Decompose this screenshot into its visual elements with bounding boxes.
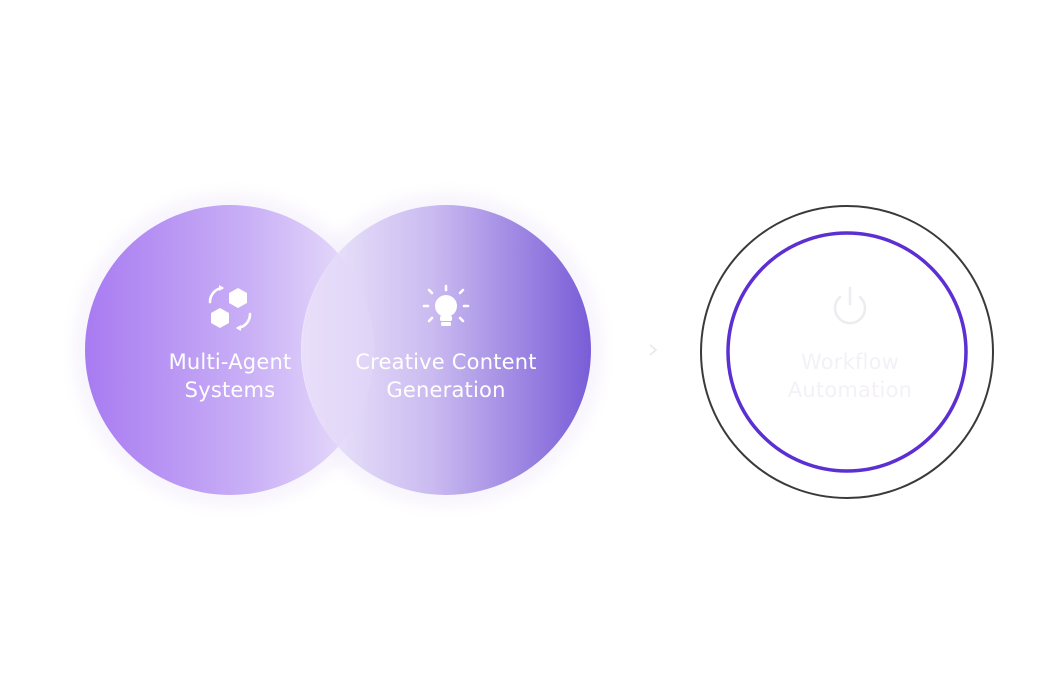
multi-agent-circle xyxy=(85,205,375,495)
cubes-cycle-icon xyxy=(208,285,252,331)
lightbulb-icon xyxy=(422,284,470,326)
node-label-line2: Generation xyxy=(386,378,506,402)
node-label-line2: Systems xyxy=(184,378,276,402)
workflow-inner-ring xyxy=(726,231,968,473)
node-label-line1: Creative Content xyxy=(355,350,537,374)
node-creative-content-generation: Creative Content Generation xyxy=(336,282,556,404)
overlap-region xyxy=(301,254,375,446)
power-icon xyxy=(833,286,867,325)
node-multi-agent-systems: Multi-Agent Systems xyxy=(140,282,320,404)
chevron-right-icon xyxy=(649,344,658,356)
node-label-line1: Multi-Agent xyxy=(168,350,292,374)
workflow-outer-ring xyxy=(700,205,994,499)
node-workflow-automation: Workflow Automation xyxy=(760,282,940,404)
node-label-line2: Automation xyxy=(787,378,913,402)
node-label-line1: Workflow xyxy=(800,350,900,374)
creative-content-circle xyxy=(301,205,591,495)
